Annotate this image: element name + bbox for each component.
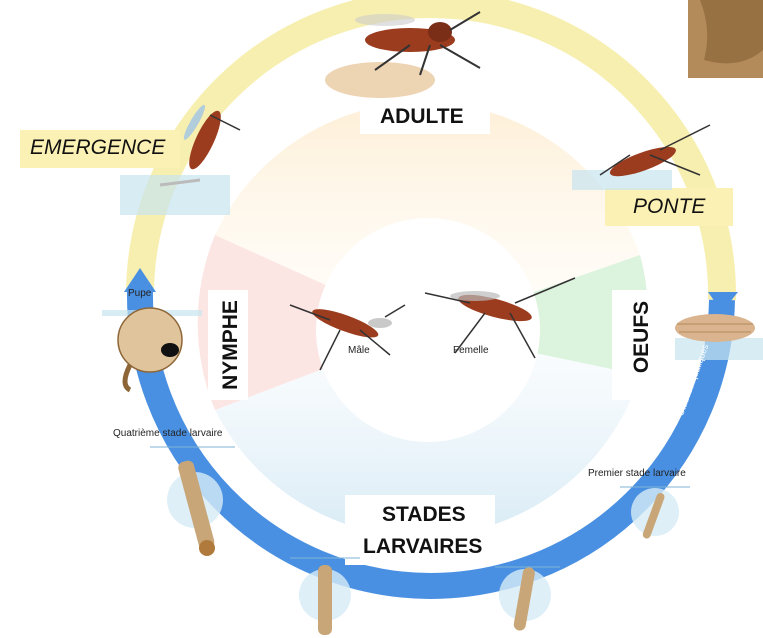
adult-label: ADULTE: [380, 105, 464, 129]
fourth-larva-label: Quatrième stade larvaire: [113, 428, 223, 439]
female-label: Femelle: [453, 345, 489, 356]
emergence-label: EMERGENCE: [30, 136, 165, 160]
eggs-label: OEUFS: [630, 301, 654, 373]
larval-label-line1: STADES: [382, 503, 466, 527]
male-label: Mâle: [348, 345, 370, 356]
first-larva: [631, 488, 679, 540]
pupe-label: Pupe: [128, 288, 151, 299]
egg-raft: [675, 314, 763, 360]
first-larva-label: Premier stade larvaire: [588, 468, 686, 479]
larval-label-line2: LARVAIRES: [363, 535, 482, 559]
nymph-label: NYMPHE: [219, 300, 243, 390]
ponte-label: PONTE: [633, 195, 705, 219]
